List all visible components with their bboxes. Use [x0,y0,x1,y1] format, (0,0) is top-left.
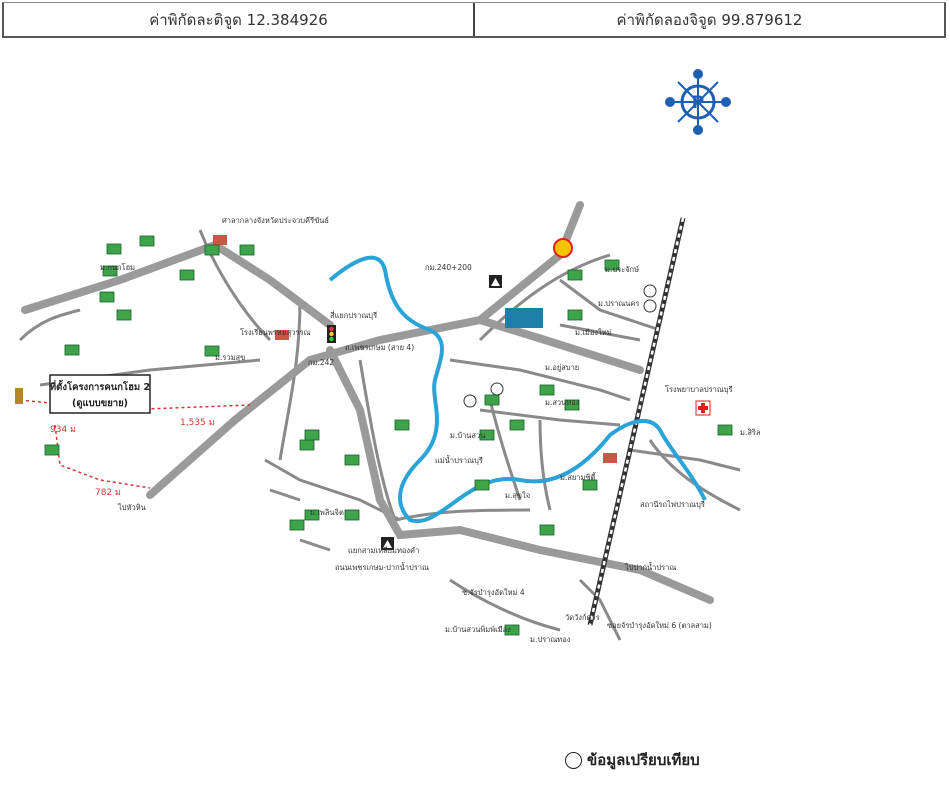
river [328,255,707,524]
project-label-box: ที่ตั้งโครงการคนกโฮม 2 (ดูแบบขยาย) [49,374,151,414]
label-school: โรงเรียนพรหมสุวรรณ [240,328,311,337]
project-label-1: ที่ตั้งโครงการคนกโฮม 2 [50,379,150,393]
rest-area-icon [381,275,502,550]
legend-circle-icon [565,751,582,769]
label-village1: ม.สุขใจ [505,491,530,500]
compass-letter: P [692,93,704,113]
coordinates-header: ค่าพิกัดละติจูด 12.384926 ค่าพิกัดลองจิจ… [2,2,946,38]
project-label-2: (ดูแบบขยาย) [72,398,128,410]
distance-labels: 1,535 ม 934 ม 782 ม [50,418,215,498]
label-station: สถานีรถไฟปราณบุรี [640,500,705,509]
label-to-pakpran: ไปปากน้ำปราณ [624,562,676,572]
label-village3: ม.บ้านสวน [450,431,485,440]
compass-icon: P [665,69,731,135]
station-sign-icon [505,308,543,328]
label-baansuan: ม.บ้านสวนพิมพ์เมือง [445,625,511,634]
label-to-huahin: ไปหัวหิน [117,503,146,512]
label-village7: ม.ประจักษ์ [605,265,639,274]
location-map: P [15,69,761,644]
label-wat: วัดวังก์ดาร [565,613,600,622]
gas-station-icon [553,238,573,258]
place-labels: ศาลากลางจังหวัดประจวบคีรีขันธ์ กม.240+20… [100,216,761,644]
distance-1: 1,535 ม [180,418,215,428]
label-ploenchit: ม.เพลินจิต [310,508,344,517]
label-official-building: ศาลากลางจังหวัดประจวบคีรีขันธ์ [222,216,329,225]
label-river: แม่น้ำปราณบุรี [435,455,483,465]
distance-2: 934 ม [50,425,76,435]
label-ruamsuk: ม.รวมสุข [215,353,245,362]
distance-3: 782 ม [95,488,121,498]
label-road-pran: ถนนเพชรเกษม-ปากน้ำปราณ [335,562,429,572]
longitude-cell: ค่าพิกัดลองจิจูด 99.879612 [473,3,944,36]
label-soi4: ซ.จัรบำรุงอัดใหม่ 4 [462,588,525,597]
numbered-markers [463,284,657,408]
minor-roads [18,229,741,641]
traffic-light-icon [327,325,336,343]
village-icons [44,235,733,636]
label-km242: กม.242 [308,358,334,367]
label-pranburi-cross: สี่แยกปราณบุรี [330,310,378,320]
label-pranthong: ม.ปราณทอง [530,635,571,644]
label-village6: ม.อยู่สบาย [545,363,579,372]
label-soi6: ซอยจัรบำรุงอัดใหม่ 6 (ตาลสาม) [607,621,712,630]
label-kanok: ม.กนกโฮม [100,263,135,272]
label-siam: ม.สยามซิตี้ [560,472,597,482]
label-intersection: แยกสามเหลี่ยมทองคำ [348,545,419,555]
label-village8: ม.สิริล [740,428,761,437]
label-highway: ถ.เพชรเกษม (สาย 4) [345,343,414,352]
label-hospital: โรงพยาบาลปราณบุรี [665,385,733,394]
building-icon [213,235,617,463]
hospital-icon [695,400,711,416]
label-village2: ม.สวนทอง [545,398,580,407]
label-village5: ม.เมืองใหม่ [575,328,612,337]
latitude-cell: ค่าพิกัดละติจูด 12.384926 [149,10,328,29]
project-marker [15,388,23,404]
legend: ข้อมูลเปรียบเทียบ [565,748,700,772]
legend-label: ข้อมูลเปรียบเทียบ [587,751,700,769]
label-village4: ม.ปราณนคร [598,299,639,308]
label-km240: กม.240+200 [425,263,472,272]
